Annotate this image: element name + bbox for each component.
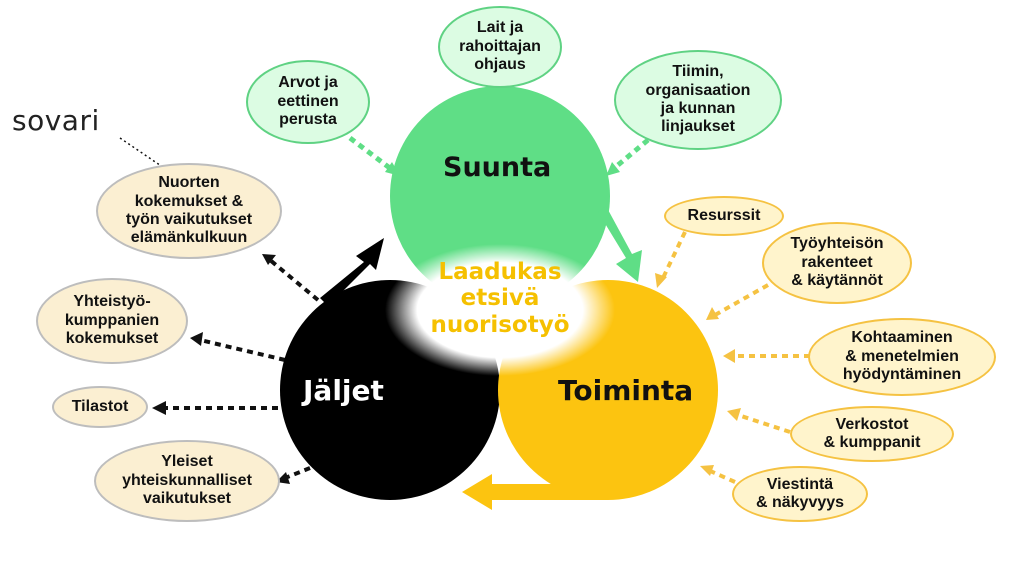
connector-resurssit — [660, 231, 687, 281]
cycle-arrow-jaljet-to-suunta — [320, 238, 384, 306]
node-resurssit: Resurssit — [664, 196, 784, 236]
node-yhteistyo: Yhteistyö- kumppanien kokemukset — [36, 278, 188, 364]
sovari-logo: sovari — [12, 104, 100, 137]
yellow-arrowheads — [655, 273, 741, 476]
connector-verkostot — [734, 412, 791, 434]
connector-yleiset — [284, 466, 311, 480]
arrowhead-kohtaaminen — [723, 349, 735, 363]
arrowhead-yhteistyo — [190, 332, 203, 346]
center-glow — [385, 244, 615, 376]
suunta-label: Suunta — [443, 152, 552, 183]
node-yleiset: Yleiset yhteiskunnalliset vaikutukset — [94, 440, 280, 522]
yellow-connectors — [660, 231, 810, 484]
suunta-circle — [390, 86, 610, 306]
arrowhead-tiimin — [606, 162, 620, 176]
node-tilastot: Tilastot — [52, 386, 148, 428]
connector-tiimin — [610, 138, 650, 172]
arrowhead-nuorten — [262, 254, 276, 265]
arrowhead-verkostot — [727, 408, 741, 421]
node-viestinta: Viestintä & näkyvyys — [732, 466, 868, 522]
connector-yhteistyo — [199, 338, 286, 362]
black-connectors — [162, 258, 320, 480]
cycle-arrow-toiminta-to-jaljet — [462, 474, 608, 510]
node-tiimin: Tiimin, organisaation ja kunnan linjauks… — [614, 50, 782, 150]
node-kohtaaminen: Kohtaaminen & menetelmien hyödyntäminen — [808, 318, 996, 396]
toiminta-label: Toiminta — [558, 374, 694, 407]
connector-nuorten — [268, 258, 320, 302]
arrowhead-tilastot — [152, 401, 166, 415]
arrowhead-viestinta — [700, 465, 714, 476]
node-tyoyhteison: Työyhteisön rakenteet & käytännöt — [762, 222, 912, 304]
connector-tyoyhteison — [714, 283, 769, 317]
connector-arvot — [348, 136, 397, 174]
arrowhead-tyoyhteison — [706, 307, 719, 320]
node-verkostot: Verkostot & kumppanit — [790, 406, 954, 462]
jaljet-label: Jäljet — [303, 374, 384, 407]
node-arvot: Arvot ja eettinen perusta — [246, 60, 370, 144]
center-title: Laadukas etsivä nuorisotyö — [430, 259, 570, 338]
node-lait: Lait ja rahoittajan ohjaus — [438, 6, 562, 88]
arrowhead-resurssit — [655, 273, 667, 288]
node-nuorten: Nuorten kokemukset & työn vaikutukset el… — [96, 163, 282, 259]
connector-viestinta — [707, 468, 736, 484]
cycle-arrow-suunta-to-toiminta — [598, 206, 642, 282]
